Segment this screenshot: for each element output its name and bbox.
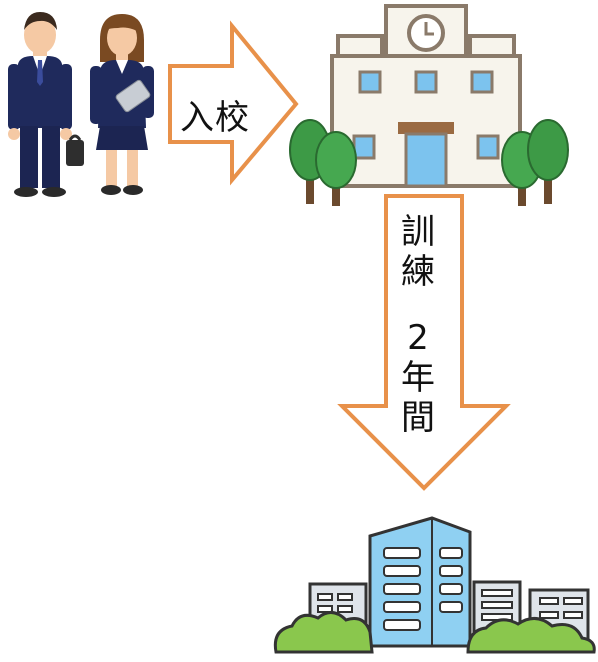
enroll-arrow [168, 20, 299, 186]
training-label-char-1: 訓 [401, 212, 435, 252]
male-student-figure [8, 12, 84, 197]
female-student-figure [90, 14, 154, 195]
enroll-label: 入校 [180, 98, 250, 138]
office-buildings-icon [273, 516, 596, 654]
duration-label-char-1: 年 [401, 358, 435, 398]
duration-label-char-2: 間 [401, 398, 435, 438]
students-icon [8, 12, 154, 197]
school-building-icon [289, 4, 569, 206]
duration-label-number: 2 [407, 318, 429, 358]
training-arrow [337, 194, 511, 491]
training-label-char-2: 練 [401, 252, 435, 292]
